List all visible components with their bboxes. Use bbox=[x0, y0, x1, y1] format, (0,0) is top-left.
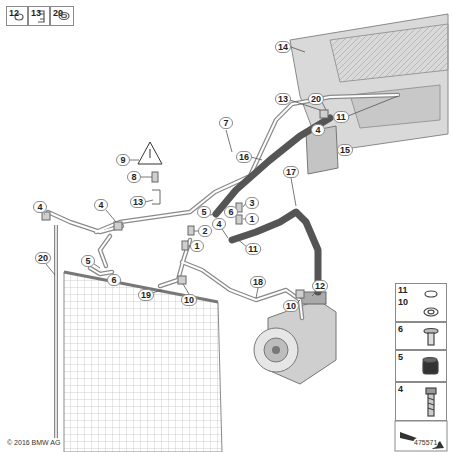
condenser bbox=[56, 225, 222, 452]
callout-number: 7 bbox=[219, 117, 233, 129]
part-number: 4 bbox=[396, 383, 405, 395]
part-cell: 6 bbox=[395, 322, 447, 350]
part-cell: 1110 bbox=[395, 283, 447, 322]
part-number: 5 bbox=[396, 351, 405, 363]
callout-number: 1 bbox=[190, 240, 204, 252]
part-cell: 20 bbox=[50, 6, 74, 26]
part-number: 6 bbox=[396, 323, 405, 335]
part-cell: 5 bbox=[395, 350, 447, 382]
callout-number: 4 bbox=[94, 199, 108, 211]
part-number: 12 bbox=[7, 7, 21, 19]
part-number: 10 bbox=[396, 296, 410, 308]
callout-number: 9 bbox=[116, 154, 130, 166]
callout-number: 17 bbox=[283, 166, 299, 178]
compressor bbox=[254, 292, 336, 384]
callout-number: 14 bbox=[275, 41, 291, 53]
diagram-id: 475571 bbox=[413, 438, 438, 448]
callout-number: 10 bbox=[181, 294, 197, 306]
part-icons bbox=[423, 291, 438, 416]
fittings bbox=[42, 110, 328, 298]
callout-number: 19 bbox=[138, 289, 154, 301]
pipes bbox=[48, 95, 398, 318]
callout-number: 2 bbox=[198, 225, 212, 237]
callout-number: 20 bbox=[308, 93, 324, 105]
part-cell: 4 bbox=[395, 382, 447, 421]
callout-number: 11 bbox=[333, 111, 349, 123]
callout-number: 3 bbox=[245, 197, 259, 209]
callout-number: 5 bbox=[197, 206, 211, 218]
part-cell: 13 bbox=[28, 6, 50, 26]
callout-number: 4 bbox=[33, 201, 47, 213]
leader-lines bbox=[44, 47, 398, 304]
callout-number: 11 bbox=[245, 243, 261, 255]
callout-number: 1 bbox=[245, 213, 259, 225]
arrow-cell bbox=[395, 421, 447, 451]
part-cell: 12 bbox=[6, 6, 28, 26]
callout-number: 13 bbox=[130, 196, 146, 208]
callout-number: 15 bbox=[337, 144, 353, 156]
engine-block bbox=[290, 14, 448, 150]
part-number: 13 bbox=[29, 7, 43, 19]
callout-number: 10 bbox=[283, 300, 299, 312]
callout-number: 12 bbox=[312, 280, 328, 292]
callout-number: 4 bbox=[212, 218, 226, 230]
callout-number: 8 bbox=[127, 171, 141, 183]
part-number: 20 bbox=[51, 7, 65, 19]
part-number: 11 bbox=[396, 284, 410, 296]
copyright-note: © 2016 BMW AG bbox=[6, 438, 61, 448]
callout-number: 6 bbox=[224, 206, 238, 218]
callout-number: 4 bbox=[311, 124, 325, 136]
callout-number: 16 bbox=[236, 151, 252, 163]
callout-number: 20 bbox=[35, 252, 51, 264]
callout-number: 18 bbox=[250, 276, 266, 288]
callout-number: 6 bbox=[107, 274, 121, 286]
callout-number: 13 bbox=[275, 93, 291, 105]
callout-number: 5 bbox=[81, 255, 95, 267]
